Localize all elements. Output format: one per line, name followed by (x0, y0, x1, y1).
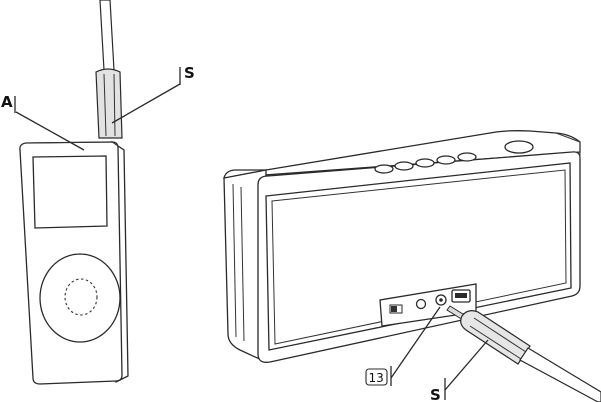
leader-s-top (112, 84, 180, 123)
label-s-bottom: S (430, 386, 441, 402)
label-a: A (1, 93, 13, 111)
plug-bottom (447, 306, 601, 402)
label-s-top: S (184, 64, 195, 82)
label-13: 13 (369, 371, 384, 385)
power-button (505, 141, 533, 153)
plug-top (96, 0, 122, 138)
leader-s-bottom (445, 340, 488, 390)
click-wheel (40, 254, 120, 342)
player-screen (33, 156, 107, 228)
media-player (20, 142, 128, 384)
headphone-jack (417, 300, 426, 309)
